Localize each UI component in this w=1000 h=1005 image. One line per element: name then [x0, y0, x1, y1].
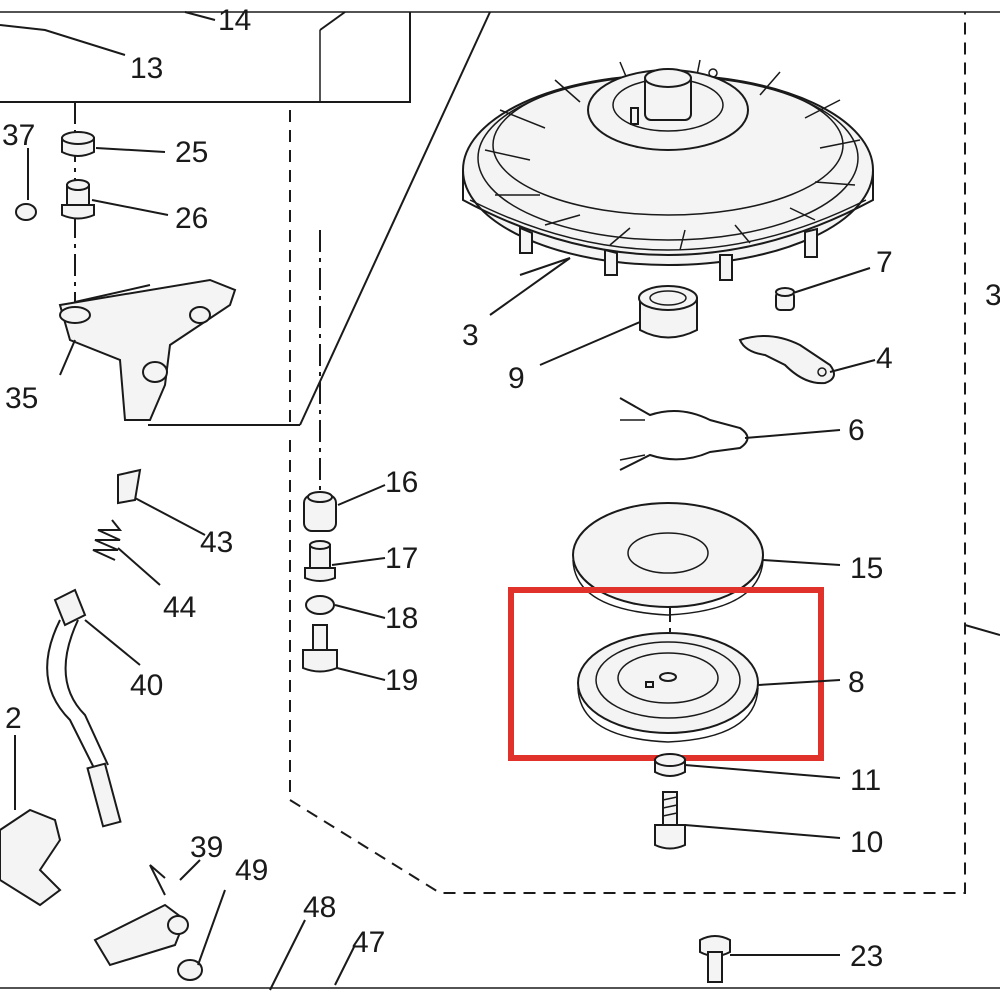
- nut-part-49: [177, 959, 203, 981]
- part-label-19: 19: [385, 664, 418, 697]
- lever-part-2: [0, 808, 62, 907]
- spring-clip-part-6: [619, 397, 749, 471]
- bolt-part-23: [699, 935, 731, 983]
- bolt-part-10: [654, 791, 686, 850]
- part-label-4: 4: [876, 342, 893, 375]
- part-label-44: 44: [163, 591, 196, 624]
- collar-part-17: [304, 540, 336, 582]
- part-label-7: 7: [876, 246, 893, 279]
- part-label-39: 39: [190, 831, 223, 864]
- collar-part-26: [61, 179, 95, 220]
- part-label-9: 9: [508, 362, 525, 395]
- washer-part-37: [15, 203, 37, 221]
- part-label-10: 10: [850, 826, 883, 859]
- part-label-8: 8: [848, 666, 865, 699]
- part-label-14: 14: [218, 4, 251, 37]
- part-label-49: 49: [235, 854, 268, 887]
- part-label-25: 25: [175, 136, 208, 169]
- washer-part-18: [305, 595, 335, 615]
- part-label-3-cropped: 3: [985, 279, 1000, 312]
- part-label-13: 13: [130, 52, 163, 85]
- part-label-16: 16: [385, 466, 418, 499]
- part-label-48: 48: [303, 891, 336, 924]
- part-label-23: 23: [850, 940, 883, 973]
- pin-part-7: [775, 287, 795, 311]
- part-labels: 14 13 25 26 37 35 43 44 40 2 39 49 48 47…: [2, 4, 1000, 973]
- nut-part-11: [654, 753, 686, 777]
- leader-lines: [0, 11, 876, 991]
- part-label-26: 26: [175, 202, 208, 235]
- collar-part-25: [61, 131, 95, 157]
- group-boundary-main: [289, 12, 966, 894]
- part-label-11: 11: [850, 764, 881, 797]
- washer-part-15: [572, 502, 764, 616]
- part-label-37: 37: [2, 119, 35, 152]
- cable-part-40: [46, 588, 122, 828]
- part-label-17: 17: [385, 542, 418, 575]
- bushing-part-9: [638, 285, 698, 339]
- assembly-bracket-line: [0, 12, 411, 103]
- spring-part-44: [92, 519, 123, 561]
- part-label-35: 35: [5, 382, 38, 415]
- recoil-housing-part: [462, 59, 874, 281]
- pawl-part-4: [738, 335, 835, 385]
- plate-part-8: [577, 632, 759, 743]
- tip-part-43: [117, 468, 142, 505]
- part-label-6: 6: [848, 414, 865, 447]
- part-label-43: 43: [200, 526, 233, 559]
- part-label-2: 2: [5, 702, 22, 735]
- part-label-40: 40: [130, 669, 163, 702]
- part-label-3: 3: [462, 319, 479, 352]
- bolt-part-19: [302, 624, 338, 673]
- part-label-18: 18: [385, 602, 418, 635]
- bracket-part-35: [58, 278, 237, 421]
- part-label-47: 47: [352, 926, 385, 959]
- part-label-15: 15: [850, 552, 883, 585]
- linkage-part-39: [93, 903, 189, 967]
- grommet-part-16: [303, 491, 337, 532]
